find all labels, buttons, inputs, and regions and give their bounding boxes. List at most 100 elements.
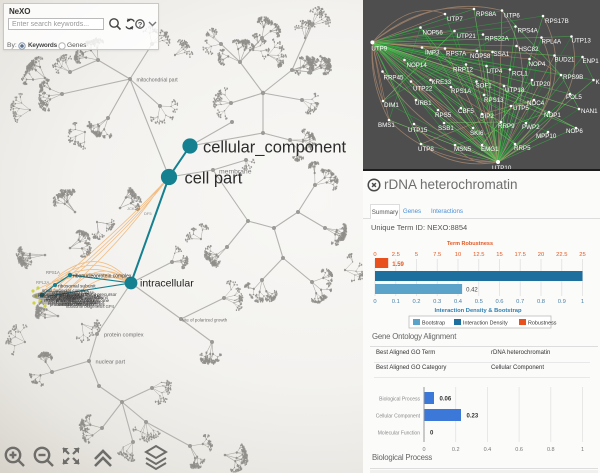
svg-text:DIM1: DIM1	[384, 102, 399, 109]
svg-text:mitochondrial part: mitochondrial part	[137, 78, 179, 84]
svg-text:22.5: 22.5	[556, 252, 567, 258]
svg-text:ENP1: ENP1	[583, 58, 600, 65]
svg-text:nucleolar ribonuclease: nucleolar ribonuclease	[52, 290, 95, 295]
svg-text:Term Robustness: Term Robustness	[447, 241, 493, 247]
svg-text:0.06: 0.06	[440, 397, 452, 403]
svg-text:90S preribosome assembly: 90S preribosome assembly	[50, 295, 104, 300]
svg-text:ribosomal small subunit: ribosomal small subunit	[64, 295, 109, 300]
svg-text:0.8: 0.8	[547, 447, 555, 453]
svg-text:processome UTP cmplx: processome UTP cmplx	[50, 302, 95, 307]
svg-text:EMG1: EMG1	[481, 146, 499, 153]
svg-text:protein complex: protein complex	[104, 333, 144, 339]
svg-text:RRP12: RRP12	[453, 67, 474, 74]
svg-text:0.6: 0.6	[515, 447, 523, 453]
svg-text:0.4: 0.4	[454, 299, 463, 305]
svg-text:site of polarized growth: site of polarized growth	[182, 318, 228, 323]
svg-text:0.9: 0.9	[558, 299, 566, 305]
svg-text:0.3: 0.3	[433, 299, 441, 305]
svg-text:ribosomal subunit: ribosomal subunit	[58, 284, 96, 290]
svg-text:1.59: 1.59	[392, 262, 404, 268]
svg-text:RRP5: RRP5	[514, 145, 531, 152]
svg-text:IMP3: IMP3	[425, 50, 440, 57]
svg-text:0.1: 0.1	[392, 299, 400, 305]
svg-text:nuclear part: nuclear part	[96, 360, 126, 366]
svg-text:RPS22A: RPS22A	[485, 36, 510, 43]
svg-text:Interaction Density: Interaction Density	[463, 321, 508, 327]
svg-text:17.5: 17.5	[515, 252, 526, 258]
svg-text:ribosomal subunit precursor: ribosomal subunit precursor	[60, 292, 117, 297]
svg-text:NOP1: NOP1	[544, 112, 561, 119]
svg-text:UTP20: UTP20	[531, 81, 551, 88]
svg-text:UTP8: UTP8	[418, 146, 434, 153]
svg-text:NOP58: NOP58	[470, 53, 491, 60]
svg-text:SSB1: SSB1	[438, 125, 454, 132]
svg-text:cell part: cell part	[185, 170, 243, 188]
svg-text:0.23: 0.23	[467, 414, 479, 420]
svg-text:CBF5: CBF5	[458, 108, 474, 115]
svg-text:DF5: DF5	[144, 211, 152, 216]
svg-text:RPL4A: RPL4A	[542, 39, 562, 46]
svg-text:KRE33: KRE33	[432, 79, 452, 86]
svg-text:JCK2: JCK2	[127, 206, 138, 211]
svg-text:UTP15: UTP15	[408, 127, 428, 134]
svg-text:0.7: 0.7	[516, 299, 524, 305]
svg-text:URB1: URB1	[415, 100, 432, 107]
svg-text:0.4: 0.4	[484, 447, 492, 453]
svg-text:KRE: KRE	[596, 79, 600, 86]
svg-text:intracellular: intracellular	[140, 278, 194, 290]
svg-text:UTP22: UTP22	[413, 86, 433, 93]
svg-text:UTP4: UTP4	[487, 68, 503, 75]
svg-text:ribosomal subunit assembly: ribosomal subunit assembly	[46, 296, 100, 301]
svg-text:UTP10: UTP10	[492, 165, 512, 171]
svg-text:RPS4A: RPS4A	[518, 28, 539, 35]
svg-text:NOP4: NOP4	[529, 61, 546, 68]
svg-text:0: 0	[373, 252, 376, 258]
svg-text:BUD21: BUD21	[555, 57, 576, 64]
svg-text:RCL1: RCL1	[512, 71, 528, 78]
svg-text:15: 15	[496, 252, 502, 258]
svg-text:25: 25	[579, 252, 585, 258]
svg-text:0.2: 0.2	[452, 447, 460, 453]
svg-text:0.6: 0.6	[495, 299, 503, 305]
svg-text:RRP45: RRP45	[384, 75, 405, 82]
svg-text:UTP13: UTP13	[572, 38, 592, 45]
svg-text:SOF1: SOF1	[476, 83, 493, 90]
svg-text:small nucleolar complex: small nucleolar complex	[42, 288, 90, 293]
svg-text:HSC82: HSC82	[519, 46, 540, 53]
svg-text:BMS1: BMS1	[378, 122, 395, 129]
svg-text:UTP18: UTP18	[505, 87, 525, 94]
svg-text:0.2: 0.2	[412, 299, 420, 305]
svg-text:Interaction Density & Bootstra: Interaction Density & Bootstrap	[435, 308, 522, 314]
svg-text:SKI6: SKI6	[470, 130, 484, 137]
svg-text:1: 1	[581, 299, 584, 305]
svg-text:preribosome precursor: preribosome precursor	[62, 300, 105, 305]
svg-text:KCL5: KCL5	[131, 197, 142, 202]
svg-text:Cellular Component: Cellular Component	[376, 414, 421, 420]
svg-text:small ribosomal subunit: small ribosomal subunit	[54, 293, 101, 298]
svg-text:NOC4: NOC4	[527, 100, 545, 107]
svg-text:POL5: POL5	[566, 94, 582, 101]
svg-text:NOP56: NOP56	[423, 30, 444, 37]
svg-text:10: 10	[455, 252, 461, 258]
svg-text:RPS9B: RPS9B	[563, 74, 583, 81]
svg-text:12.5: 12.5	[473, 252, 484, 258]
svg-text:RPL2A: RPL2A	[36, 280, 49, 285]
svg-text:Robustness: Robustness	[528, 321, 557, 327]
svg-text:RPS1A: RPS1A	[46, 270, 60, 275]
svg-text:0: 0	[373, 299, 376, 305]
svg-text:nucleolar preribosome: nucleolar preribosome	[40, 294, 83, 299]
svg-text:UTP5: UTP5	[513, 105, 529, 112]
svg-text:SSA1: SSA1	[494, 51, 510, 58]
svg-text:5: 5	[415, 252, 418, 258]
svg-text:NAN1: NAN1	[581, 108, 598, 115]
svg-text:Bootstrap: Bootstrap	[422, 321, 445, 327]
svg-text:UTP6: UTP6	[504, 13, 520, 20]
svg-text:ribosome biogenesis GP4: ribosome biogenesis GP4	[66, 304, 115, 309]
svg-text:NOP14: NOP14	[407, 62, 428, 69]
svg-text:RRP9: RRP9	[498, 123, 515, 130]
svg-text:RPS17B: RPS17B	[545, 18, 569, 25]
svg-text:RPS7A: RPS7A	[446, 51, 467, 58]
svg-text:0: 0	[430, 431, 434, 437]
svg-text:MPP10: MPP10	[536, 133, 557, 140]
svg-text:20: 20	[538, 252, 544, 258]
